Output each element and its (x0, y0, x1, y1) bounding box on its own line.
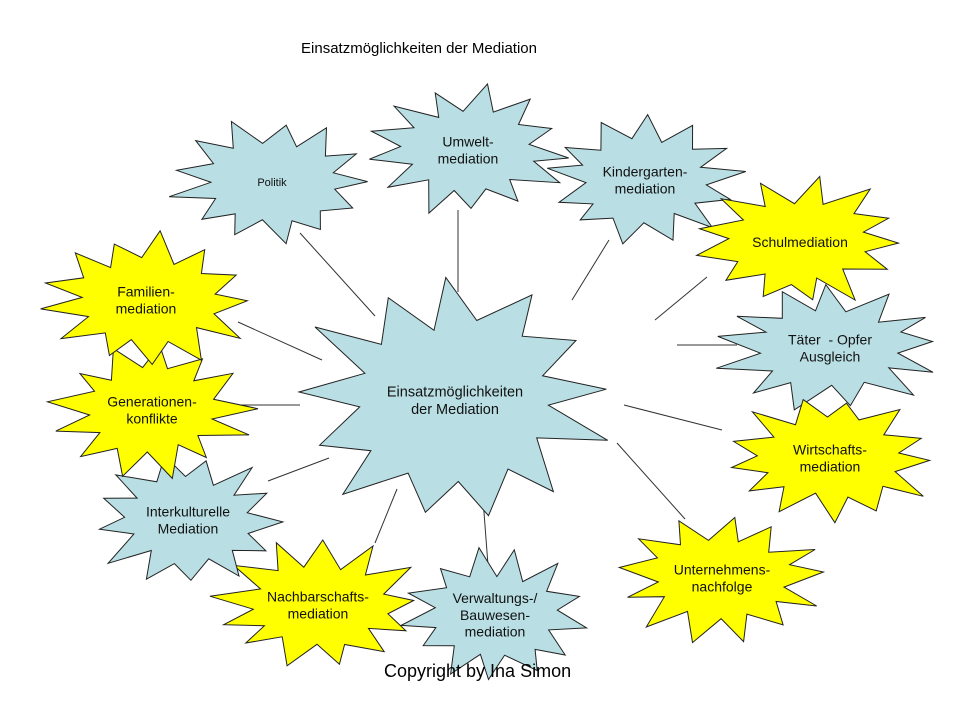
umwelt-label-line: mediation (438, 150, 499, 166)
node-nachbarschaft: Nachbarschafts-mediation (209, 539, 416, 667)
page-title: Einsatzmöglichkeiten der Mediation (301, 40, 537, 57)
umwelt-label-line: Umwelt- (442, 134, 494, 150)
nachbarschaft-label-line: mediation (288, 605, 349, 621)
verwaltung-burst-shape (399, 546, 589, 681)
node-wirtschaft: Wirtschafts-mediation (729, 398, 932, 524)
verwaltung-label-line: Verwaltungs-/ (453, 590, 538, 606)
node-schul: Schulmediation (695, 175, 901, 302)
kindergarten-burst-shape (547, 113, 746, 245)
schul-label-line: Schulmediation (752, 234, 848, 250)
node-familie: Familien-mediation (40, 229, 250, 366)
familie-label-line: mediation (116, 300, 177, 316)
interkulturell-label-line: Mediation (158, 520, 219, 536)
central-node: Einsatzmöglichkeiten der Mediation (297, 276, 608, 517)
politik-label-line: Politik (257, 177, 287, 189)
umwelt-burst-shape (369, 82, 569, 215)
politik-burst-shape (169, 120, 368, 245)
connector-line-wirtschaft (623, 404, 723, 431)
unternehmen-label-line: Unternehmens- (674, 562, 771, 578)
interkulturell-label-line: Interkulturelle (146, 504, 230, 520)
nachbarschaft-burst-shape (209, 539, 416, 667)
connector-line-schul (654, 276, 708, 321)
connector-line-nachbarschaft (374, 488, 398, 544)
generationen-label-line: Generationen- (107, 394, 197, 410)
node-unternehmen: Unternehmens-nachfolge (617, 516, 826, 644)
connector-line-politik (299, 232, 376, 317)
schul-burst-shape (695, 175, 901, 302)
interkulturell-burst-shape (97, 455, 285, 582)
connector-line-interkulturell (267, 457, 330, 482)
wirtschaft-label-line: Wirtschafts- (793, 442, 867, 458)
node-kindergarten: Kindergarten-mediation (547, 113, 746, 245)
generationen-label-line: konflikte (126, 410, 178, 426)
connector-line-kindergarten (571, 239, 610, 301)
central-label-line: der Mediation (411, 402, 499, 418)
generationen-burst-shape (45, 344, 259, 480)
node-verwaltung: Verwaltungs-/Bauwesen-mediation (399, 546, 589, 681)
unternehmen-label-line: nachfolge (692, 578, 753, 594)
kindergarten-label-line: mediation (615, 180, 676, 196)
central-label-line: Einsatzmöglichkeiten (387, 384, 523, 400)
familie-burst-shape (40, 229, 250, 366)
node-generationen: Generationen-konflikte (45, 344, 259, 480)
connector-lines (237, 210, 737, 566)
node-politik: Politik (169, 120, 368, 245)
central-burst-shape (297, 276, 608, 517)
taeter-opfer-label-line: Täter - Opfer (788, 332, 872, 348)
verwaltung-label-line: Bauwesen- (460, 607, 530, 623)
wirtschaft-burst-shape (729, 398, 932, 524)
unternehmen-burst-shape (617, 516, 826, 644)
nachbarschaft-label-line: Nachbarschafts- (267, 589, 369, 605)
familie-label-line: Familien- (117, 284, 175, 300)
connector-line-unternehmen (616, 442, 686, 520)
verwaltung-label-line: mediation (465, 624, 526, 640)
taeter-opfer-label-line: Ausgleich (800, 348, 861, 364)
connector-line-familie (237, 321, 323, 361)
node-umwelt: Umwelt-mediation (369, 82, 569, 215)
taeter-opfer-burst-shape (716, 283, 935, 411)
kindergarten-label-line: Kindergarten- (603, 164, 688, 180)
wirtschaft-label-line: mediation (800, 458, 861, 474)
copyright-notice: Copyright by Ina Simon (384, 661, 572, 681)
burst-nodes: Einsatzmöglichkeiten der Mediation Politik… (40, 82, 935, 681)
